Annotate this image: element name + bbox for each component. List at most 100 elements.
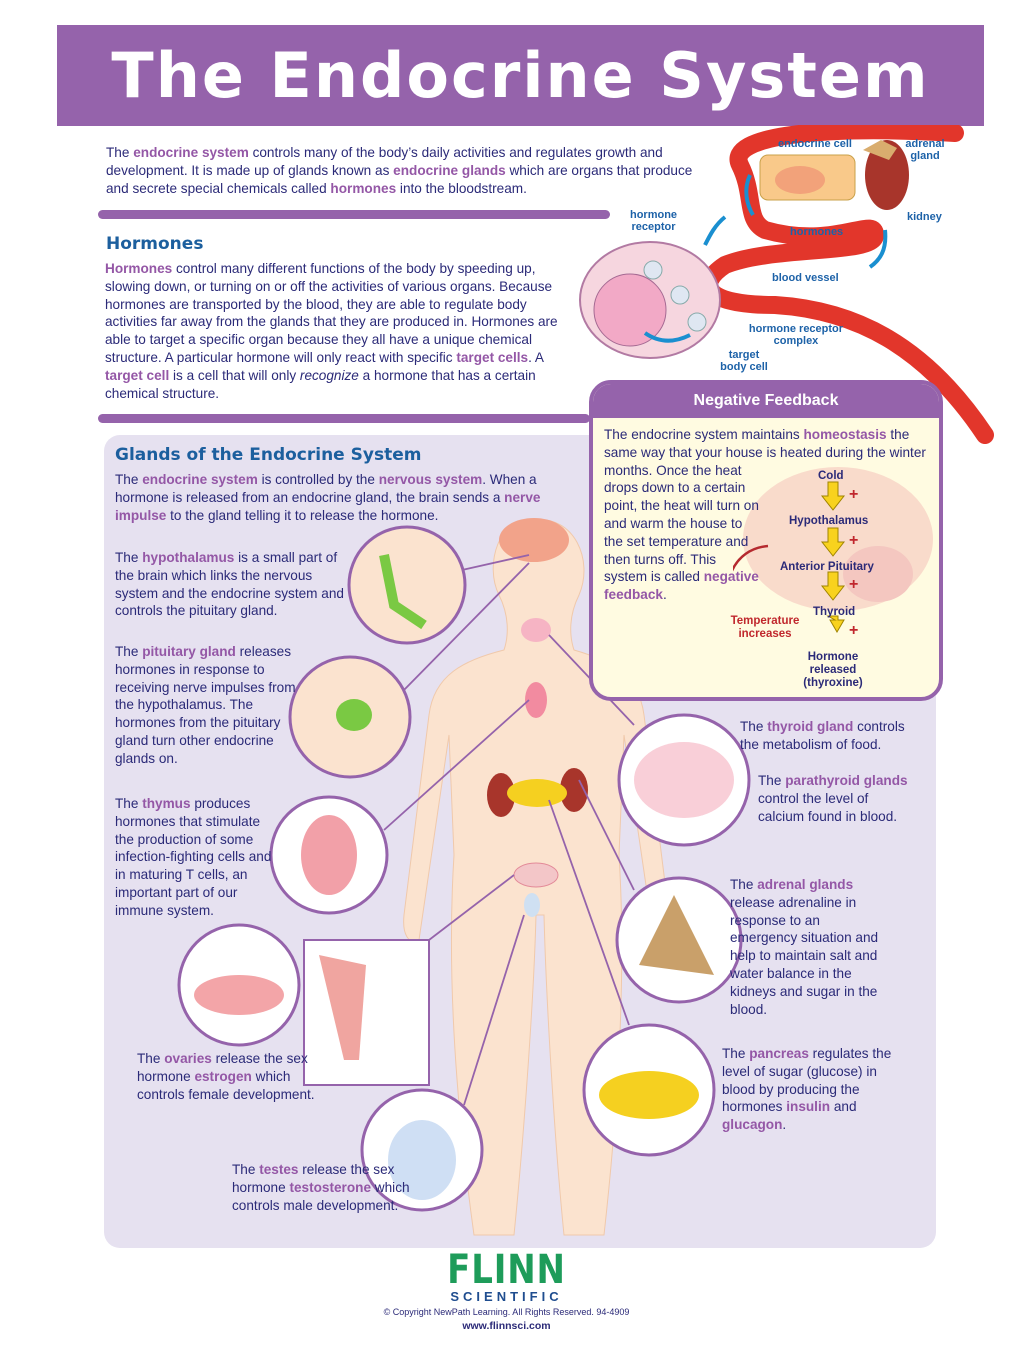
hormone-transport-illustration xyxy=(579,125,994,444)
glands-intro-text: The endocrine system is controlled by th… xyxy=(115,471,580,524)
arrow-icon xyxy=(643,331,691,343)
text-segment: release the sex hormone xyxy=(137,1051,308,1084)
text-segment: and xyxy=(830,1099,857,1115)
thymus-icon xyxy=(301,815,357,895)
feedback-loop-arrow xyxy=(733,544,769,572)
highlighted-term: testes xyxy=(259,1162,299,1177)
highlighted-term: endocrine system xyxy=(142,472,258,487)
highlighted-term: insulin xyxy=(786,1099,831,1115)
highlighted-term: endocrine glands xyxy=(393,162,506,178)
text-segment: into the bloodstream. xyxy=(396,180,527,196)
step-anterior-pituitary: Anterior Pituitary xyxy=(780,561,874,573)
testes-text: The testes release the sex hormone testo… xyxy=(232,1161,412,1214)
title-banner: The Endocrine System xyxy=(57,25,984,126)
highlighted-term: thyroid gland xyxy=(767,719,854,734)
text-segment: The endocrine system maintains xyxy=(604,427,804,442)
negative-feedback-text: The endocrine system maintains homeostas… xyxy=(604,427,926,602)
ovaries-text: The ovaries release the sex hormone estr… xyxy=(137,1050,332,1103)
step-hormone-released: Hormone released (thyroxine) xyxy=(803,651,863,689)
plus-sign: + xyxy=(849,576,859,593)
text-segment: The xyxy=(115,796,143,811)
hypothalamus-icon xyxy=(379,554,427,630)
text-segment: controls many of the body’s daily activi… xyxy=(106,145,663,178)
label-hormone-receptor-complex: hormone receptor complex xyxy=(748,323,844,347)
highlighted-term: ovaries xyxy=(164,1051,212,1066)
text-segment: The xyxy=(722,1046,750,1061)
text-segment: The xyxy=(232,1162,260,1177)
highlighted-term: pancreas xyxy=(749,1046,809,1061)
text-segment: The xyxy=(115,472,143,487)
label-endocrine-cell: endocrine cell xyxy=(778,138,852,150)
pituitary-text: The pituitary gland releases hormones in… xyxy=(115,643,303,768)
adrenal-icon xyxy=(639,895,714,975)
text-segment: release the sex hormone xyxy=(232,1162,395,1195)
testes-icon xyxy=(524,893,540,917)
footer: FLINN SCIENTIFIC © Copyright NewPath Lea… xyxy=(0,1250,1013,1332)
thyroid-text: The thyroid gland controls the metabolis… xyxy=(740,718,920,754)
brain-illustration xyxy=(733,467,933,633)
highlighted-term: nervous system xyxy=(378,472,483,487)
ovary-icon xyxy=(194,975,284,1015)
flow-arrow-icon xyxy=(744,174,755,217)
pituitary-icon xyxy=(336,699,372,731)
text-segment: which are organs that produce and secret… xyxy=(106,162,693,196)
plus-sign: + xyxy=(849,622,859,639)
text-segment: releases hormones in response to receivi… xyxy=(115,644,296,766)
plus-sign: + xyxy=(849,486,859,503)
intro-text: The endocrine system controls many of th… xyxy=(106,144,696,197)
highlighted-term: Hormones xyxy=(105,261,173,276)
text-segment: The xyxy=(106,145,134,160)
ovaries-icon xyxy=(513,862,559,888)
highlighted-term: nerve impulse xyxy=(115,489,541,523)
target-cell-nucleus xyxy=(593,273,667,347)
text-segment: The xyxy=(758,773,786,788)
negative-feedback-box: Negative Feedback The endocrine system m… xyxy=(589,380,943,701)
highlighted-term: testosterone xyxy=(289,1179,372,1195)
thyroid-icon xyxy=(634,742,734,818)
text-segment: which controls female development. xyxy=(137,1068,315,1102)
adrenal-text: The adrenal glands release adrenaline in… xyxy=(730,876,890,1018)
highlighted-term: hormones xyxy=(330,180,397,196)
hypothalamus-closeup xyxy=(347,525,467,645)
step-cold: Cold xyxy=(818,470,844,482)
website-link[interactable]: www.flinnsci.com xyxy=(462,1320,551,1332)
plus-sign: + xyxy=(849,532,859,549)
label-blood-vessel: blood vessel xyxy=(772,272,839,284)
brand-logo-sub: SCIENTIFIC xyxy=(450,1289,563,1304)
text-segment: regulates the level of sugar (glucose) i… xyxy=(722,1046,892,1115)
text-segment: is a cell that will only xyxy=(169,367,300,383)
text-segment: The xyxy=(137,1051,165,1066)
divider xyxy=(98,414,590,423)
text-segment: The xyxy=(115,550,143,565)
text-segment: The xyxy=(730,877,758,892)
text-segment: . xyxy=(782,1117,787,1133)
text-segment: controls the metabolism of food. xyxy=(740,719,905,752)
label-target-body-cell: target body cell xyxy=(720,349,768,373)
blood-vessel xyxy=(700,125,994,444)
hormone-receptor-icon xyxy=(643,260,663,280)
text-segment: is controlled by the xyxy=(257,472,379,487)
thymus-text: The thymus produces hormones that stimul… xyxy=(115,795,275,920)
brand-logo: FLINN xyxy=(447,1247,566,1293)
hormone-receptor-icon xyxy=(670,285,690,305)
highlighted-term: pituitary gland xyxy=(142,644,236,659)
text-segment: . A xyxy=(528,349,544,365)
text-segment: to the gland telling it to release the h… xyxy=(166,507,439,523)
step-thyroid: Thyroid xyxy=(813,606,856,618)
negative-feedback-text-wrap: The endocrine system maintains homeostas… xyxy=(604,426,929,697)
label-hormones: hormones xyxy=(790,226,844,238)
text-segment: release adrenaline in response to an eme… xyxy=(730,894,879,1017)
highlighted-term: estrogen xyxy=(194,1068,252,1084)
highlighted-term: adrenal glands xyxy=(757,877,854,892)
parathyroid-text: The parathyroid glands control the level… xyxy=(758,772,918,825)
highlighted-term: negative feedback xyxy=(604,569,759,603)
label-adrenal-gland: adrenal gland xyxy=(905,138,945,162)
text-segment: produces hormones that stimulate the pro… xyxy=(115,796,272,918)
brain-icon xyxy=(499,518,569,562)
highlighted-term: endocrine system xyxy=(133,145,249,160)
hypothalamus-text: The hypothalamus is a small part of the … xyxy=(115,549,345,620)
testis-icon xyxy=(388,1120,456,1200)
text-segment: which controls male development. xyxy=(232,1179,410,1213)
flow-arrow-icon xyxy=(703,215,727,246)
divider xyxy=(98,210,610,219)
